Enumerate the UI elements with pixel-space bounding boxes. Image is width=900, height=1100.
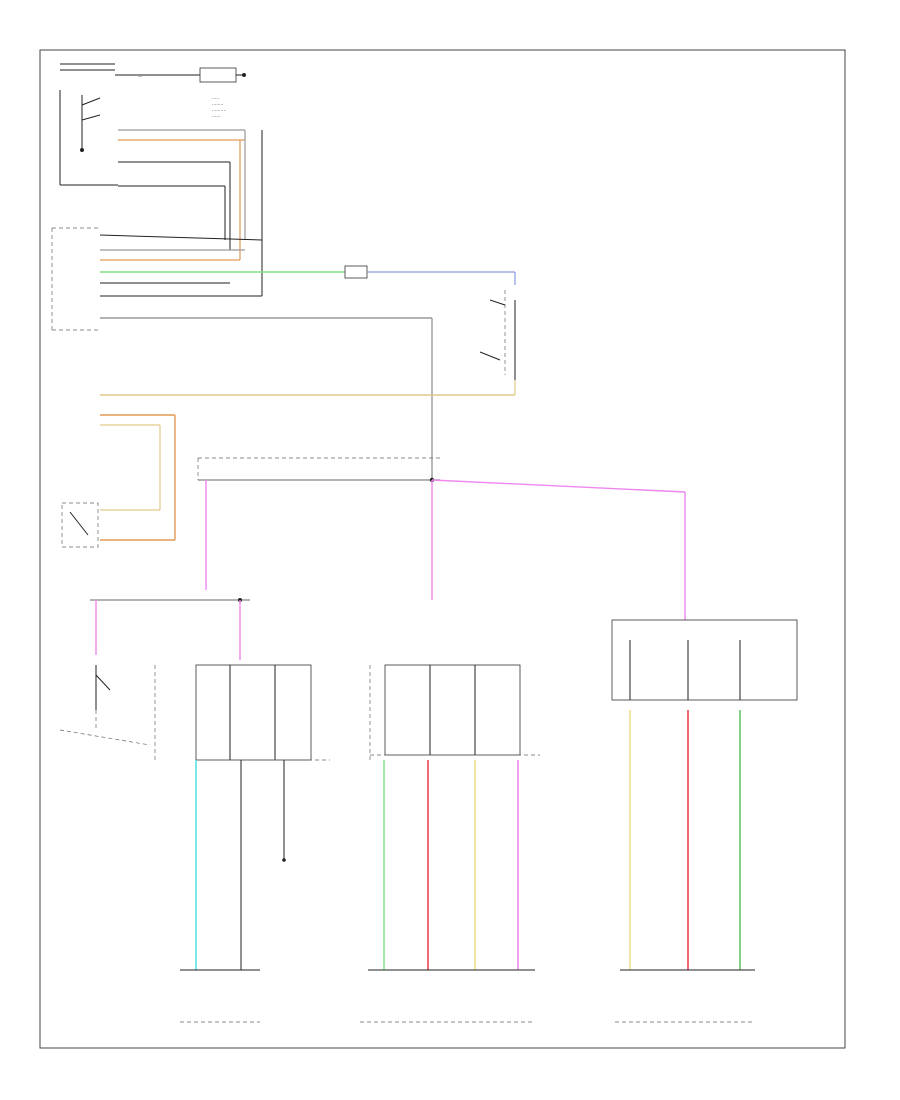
connector-icon	[118, 129, 245, 187]
svg-text:·····: ·····	[212, 97, 219, 102]
transmission-range-switch	[154, 664, 330, 1023]
left-sensor-harness	[61, 414, 176, 548]
switch-icon	[95, 665, 111, 710]
switch-icon	[80, 95, 101, 152]
sensor-switch	[479, 290, 516, 395]
fuse-block-icon	[199, 67, 237, 83]
svg-text:—: —	[138, 75, 143, 80]
svg-text:······: ······	[212, 115, 221, 120]
engine-control-module	[51, 227, 433, 480]
stoplamp-section	[59, 598, 250, 746]
transfer-case-module	[360, 664, 540, 1023]
svg-text:··········: ··········	[212, 109, 226, 114]
page-border	[39, 49, 846, 1049]
svg-text:········: ········	[212, 103, 223, 108]
data-link-connector	[344, 265, 516, 285]
splice-bus	[197, 457, 686, 620]
ignition-switch-section: — ····· ········ ·········· ······	[59, 63, 263, 296]
selector-switch-module	[611, 619, 798, 1023]
